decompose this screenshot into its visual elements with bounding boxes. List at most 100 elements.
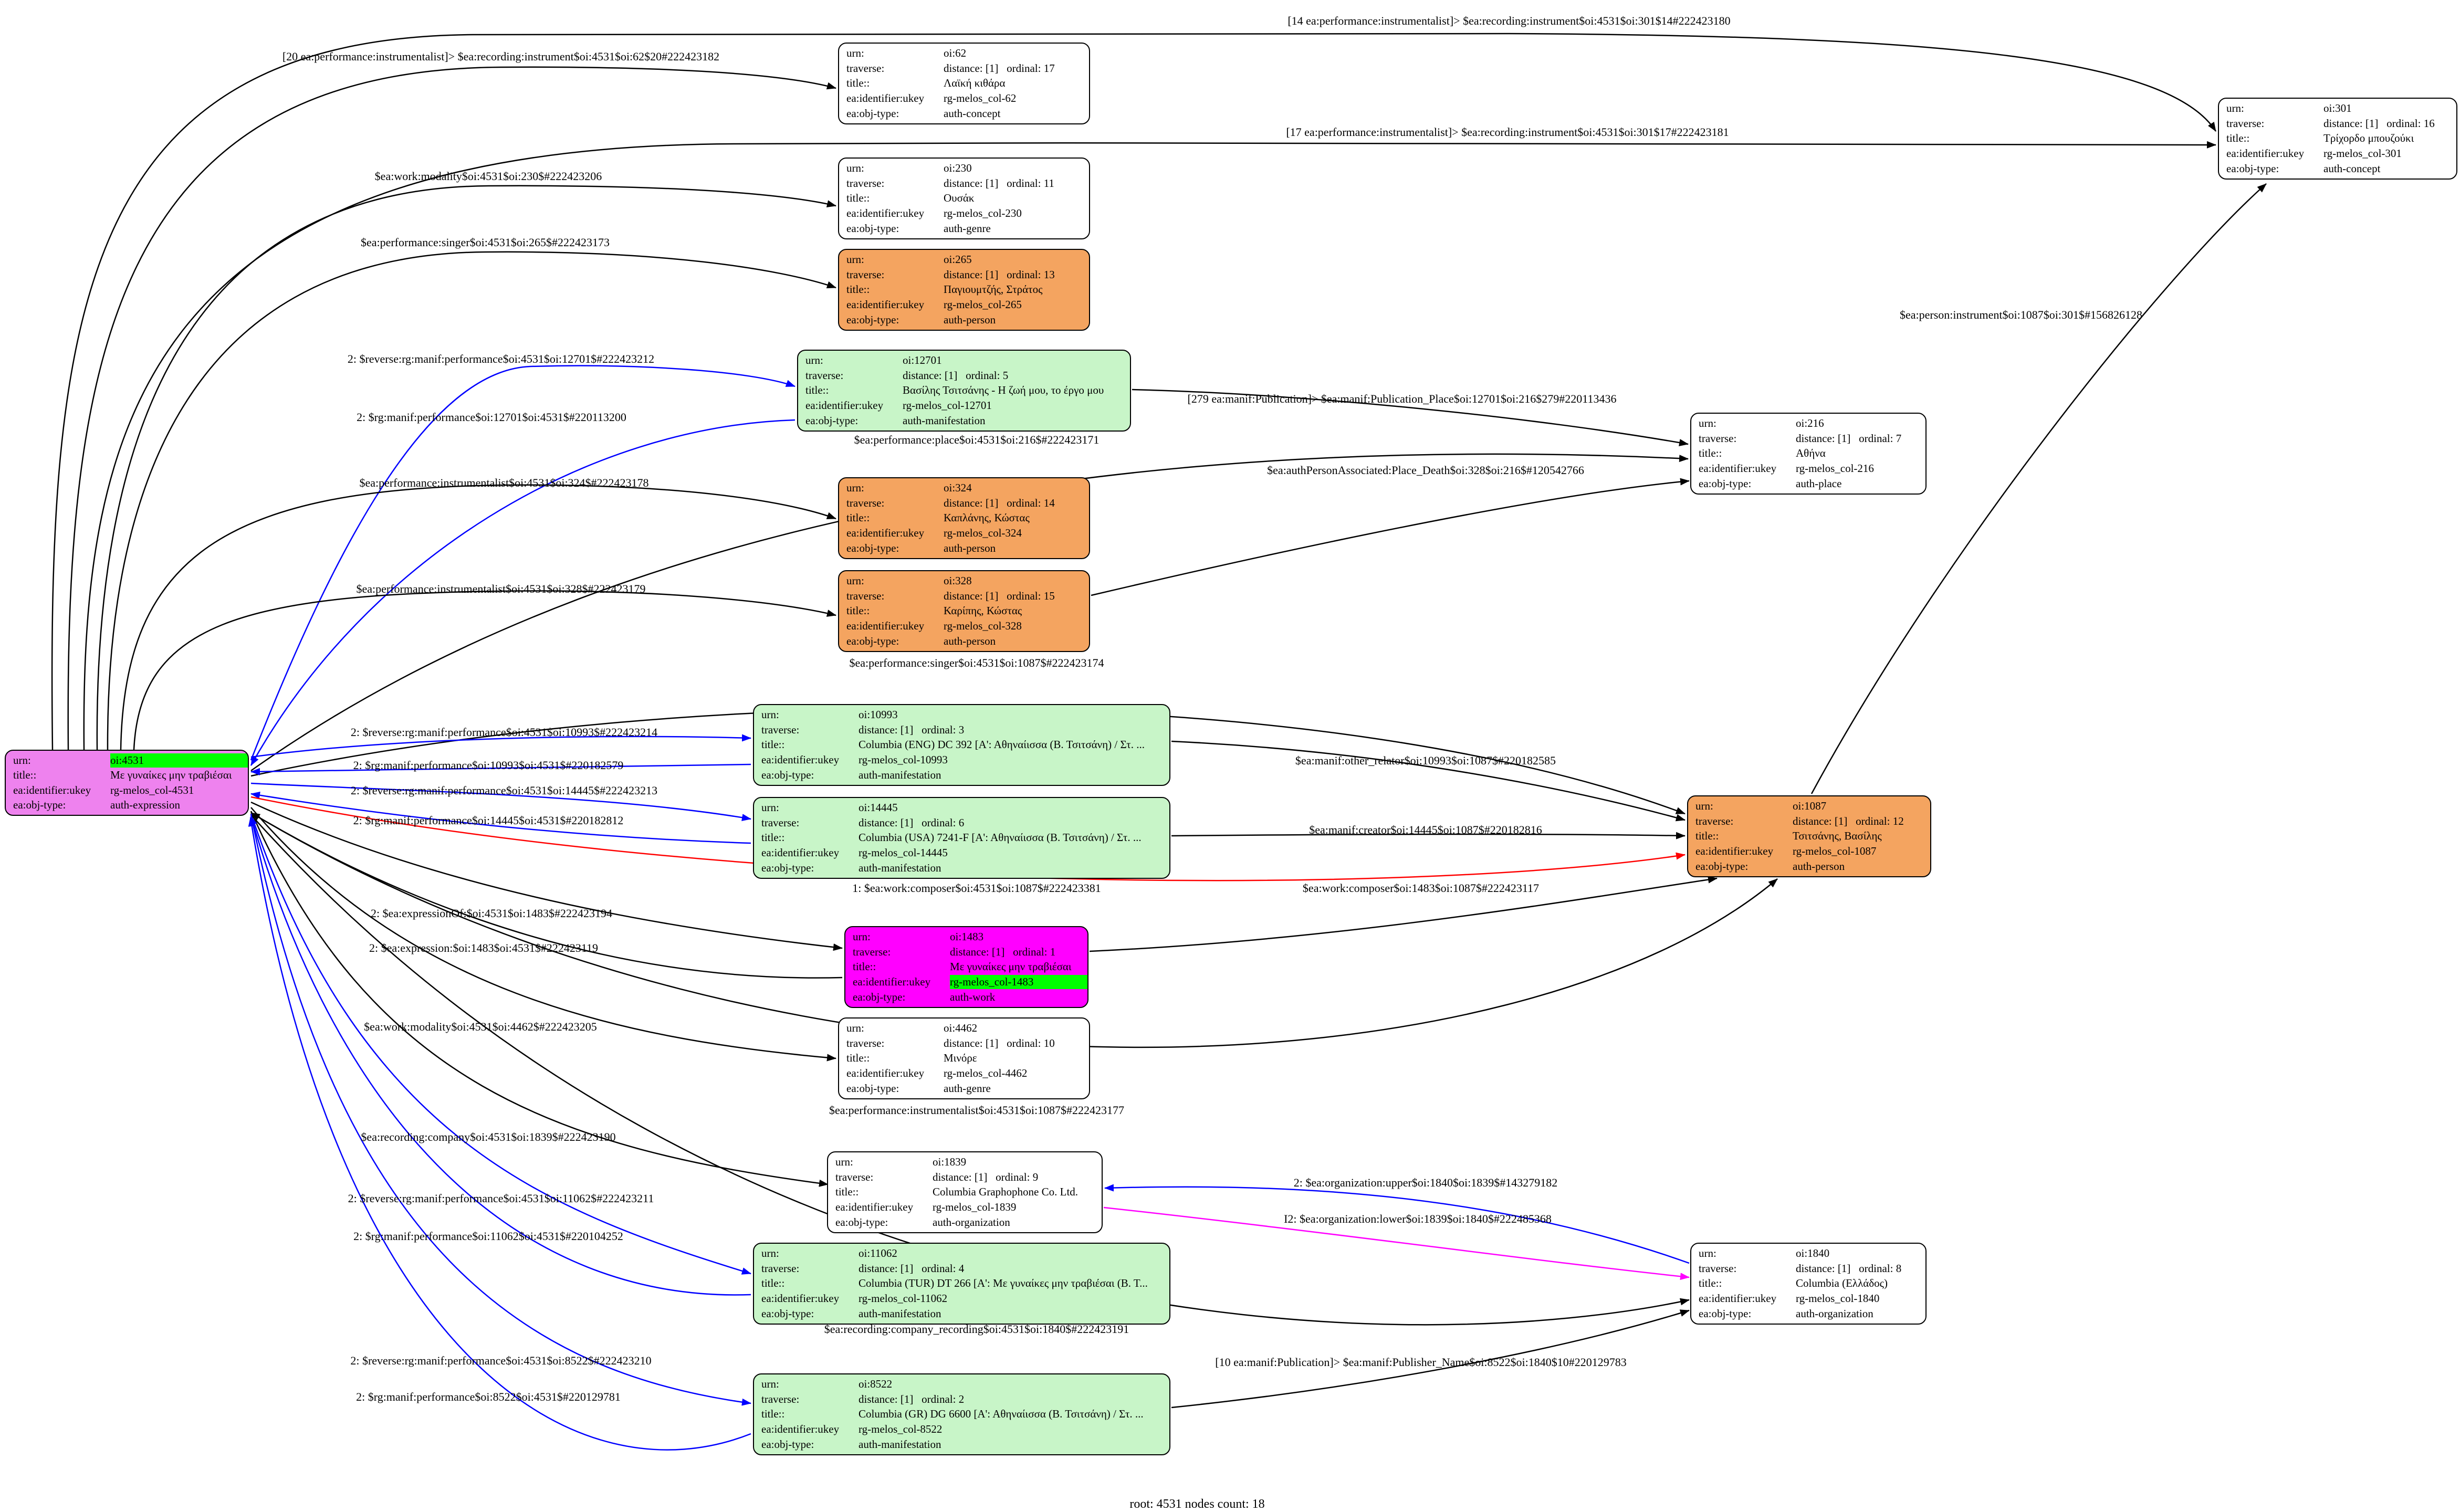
field-label: urn: xyxy=(846,574,864,587)
record-row-traverse: traverse:distance: [1] ordinal: 11 xyxy=(839,176,1089,191)
field-label: ea:obj-type: xyxy=(853,990,906,1003)
field-value: distance: [1] ordinal: 17 xyxy=(944,61,1055,75)
field-value: distance: [1] ordinal: 11 xyxy=(944,176,1054,190)
field-label: traverse: xyxy=(761,1392,800,1405)
edge-path xyxy=(250,734,751,758)
field-label: urn: xyxy=(846,1021,864,1034)
record-row-urn: urn:oi:301 xyxy=(2219,101,2456,116)
field-value: Columbia (GR) DG 6600 [Α': Αθηναίισσα (Β… xyxy=(859,1408,1144,1421)
field-label: urn: xyxy=(761,801,779,814)
record-row-objtype: ea:obj-type:auth-person xyxy=(839,541,1089,556)
edge-path xyxy=(1132,388,1689,446)
edge-label: $ea:performance:place$oi:4531$oi:216$#22… xyxy=(854,433,1100,446)
field-label: traverse: xyxy=(853,945,891,958)
record-row-urn: urn:oi:1840 xyxy=(1691,1246,1925,1261)
record-row-objtype: ea:obj-type:auth-manifestation xyxy=(754,1437,1169,1452)
field-label: traverse: xyxy=(846,496,885,509)
record-row-title: title::Μινόρε xyxy=(839,1051,1089,1066)
field-label: traverse: xyxy=(761,723,800,736)
edge-path xyxy=(1171,832,1686,839)
field-value: rg-melos_col-12701 xyxy=(903,399,992,412)
field-label: traverse: xyxy=(2226,117,2265,130)
field-label: ea:identifier:ukey xyxy=(835,1201,914,1214)
record-row-traverse: traverse:distance: [1] ordinal: 16 xyxy=(2219,116,2456,131)
edge-label: $ea:manif:other_relator$oi:10993$oi:1087… xyxy=(1295,754,1556,767)
field-value: auth-manifestation xyxy=(859,1307,941,1320)
field-value: Παγιουμτζής, Στράτος xyxy=(944,283,1043,296)
record-row-title: title::Columbia (TUR) DT 266 [Α': Με γυν… xyxy=(754,1276,1169,1292)
record-row-traverse: traverse:distance: [1] ordinal: 8 xyxy=(1691,1261,1925,1276)
edge-path xyxy=(250,791,751,844)
field-value: auth-manifestation xyxy=(859,768,941,781)
record-row-urn: urn:oi:324 xyxy=(839,480,1089,496)
record-row-title: title::Καπλάνης, Κώστας xyxy=(839,511,1089,526)
field-label: urn: xyxy=(13,753,31,766)
edge-path xyxy=(1104,1184,1690,1264)
field-value: auth-concept xyxy=(944,107,1001,120)
record-row-title: title::Καρίπης, Κώστας xyxy=(839,604,1089,619)
record-row-traverse: traverse:distance: [1] ordinal: 6 xyxy=(754,815,1169,831)
edge-label: 2: $reverse:rg:manif:performance$oi:4531… xyxy=(350,726,658,739)
field-label: ea:obj-type: xyxy=(13,799,66,812)
record-row-traverse: traverse:distance: [1] ordinal: 2 xyxy=(754,1392,1169,1407)
field-label: ea:obj-type: xyxy=(1695,859,1749,873)
record-row-objtype: ea:obj-type:auth-manifestation xyxy=(754,860,1169,876)
field-value: rg-melos_col-8522 xyxy=(859,1423,943,1436)
field-label: title:: xyxy=(805,384,829,397)
field-label: title:: xyxy=(846,192,870,205)
edge-path xyxy=(1171,1309,1690,1409)
field-value: Columbia (USA) 7241-F [Α': Αθηναίισσα (Β… xyxy=(859,831,1142,844)
field-label: title:: xyxy=(761,738,785,751)
field-label: ea:obj-type: xyxy=(835,1215,888,1228)
field-label: title:: xyxy=(2226,132,2250,145)
edge-path xyxy=(250,812,1778,1048)
field-value: distance: [1] ordinal: 9 xyxy=(933,1170,1039,1183)
record-row-objtype: ea:obj-type: auth-person xyxy=(1688,859,1930,874)
field-label: traverse: xyxy=(846,268,885,281)
field-value: auth-organization xyxy=(933,1215,1010,1228)
field-value: rg-melos_col-216 xyxy=(1796,462,1874,475)
edge-label: 2: $rg:manif:performance$oi:10993$oi:453… xyxy=(353,759,624,772)
edge-path xyxy=(250,419,795,766)
edge-path xyxy=(107,251,836,750)
field-value: distance: [1] ordinal: 10 xyxy=(944,1036,1055,1049)
record-row-urn: urn: oi:14445 xyxy=(754,800,1169,815)
field-value: oi:1839 xyxy=(933,1155,967,1168)
field-value: rg-melos_col-1087 xyxy=(1793,845,1877,858)
record-row-title: title::Με γυναίκες μην τραβιέσαι xyxy=(6,768,248,783)
field-value: oi:216 xyxy=(1796,416,1824,429)
record-row-urn: urn:oi:4531 xyxy=(6,753,248,768)
record-row-objtype: ea:obj-type:auth-person xyxy=(839,312,1089,328)
record-row-title: title::Τρίχορδο μπουζούκι xyxy=(2219,131,2456,146)
edge-label: 2: $rg:manif:performance$oi:8522$oi:4531… xyxy=(356,1390,621,1403)
record-row-traverse: traverse:distance: [1] ordinal: 9 xyxy=(828,1170,1102,1185)
field-value: oi:14445 xyxy=(859,801,898,814)
field-label: ea:identifier:ukey xyxy=(846,527,925,540)
field-label: ea:identifier:ukey xyxy=(853,975,931,989)
record-row-title: title::Columbia (USA) 7241-F [Α': Αθηναί… xyxy=(754,831,1169,846)
field-value: auth-person xyxy=(1793,859,1845,873)
field-label: ea:identifier:ukey xyxy=(846,620,925,633)
